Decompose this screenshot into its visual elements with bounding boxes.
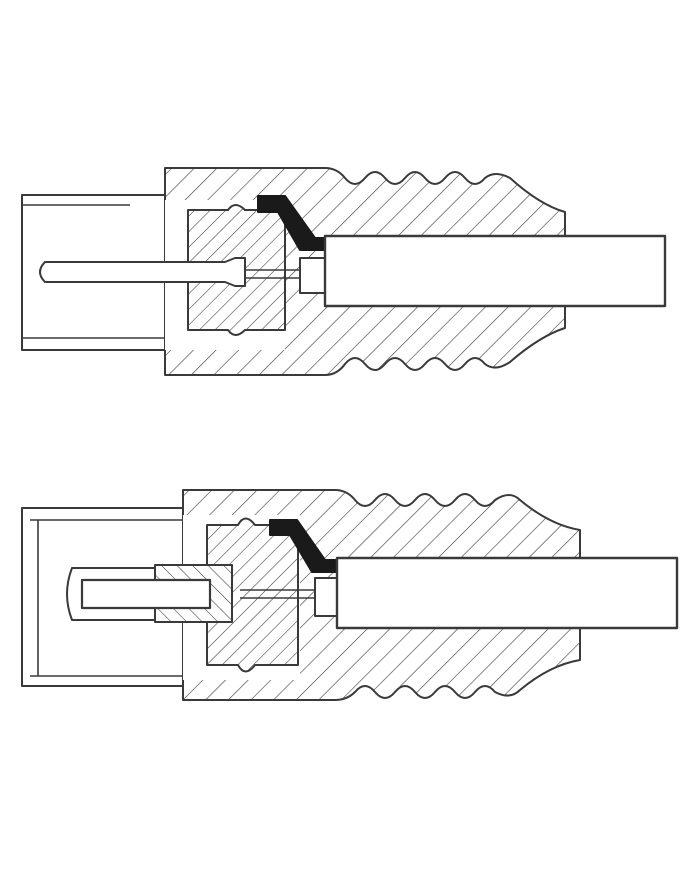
coax-plug-female [21, 489, 679, 701]
insulator [206, 517, 299, 673]
center-pin [39, 257, 246, 287]
coax-plug-male [21, 167, 667, 376]
cable [323, 234, 667, 308]
cable [335, 556, 679, 630]
